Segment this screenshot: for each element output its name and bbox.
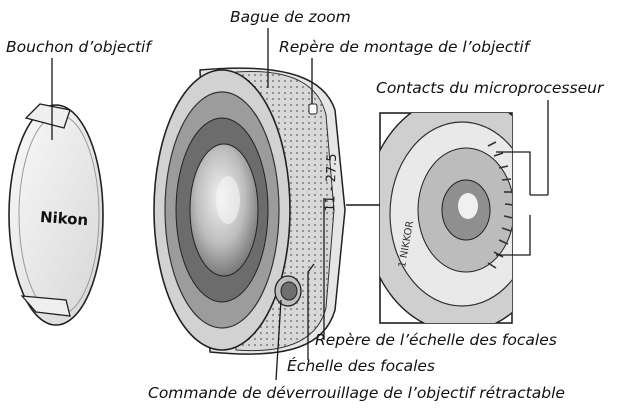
cap-bottom-clip bbox=[20, 295, 71, 317]
label-focal-length-scale: Échelle des focales bbox=[287, 357, 436, 375]
cap-top-clip bbox=[24, 103, 71, 129]
label-retract-button: Commande de déverrouillage de l’objectif… bbox=[148, 384, 565, 402]
leader-lines bbox=[51, 28, 549, 381]
label-zoom-ring: Bague de zoom bbox=[230, 8, 351, 26]
label-cpu-contacts: Contacts du microprocesseur bbox=[376, 79, 604, 97]
retract-button bbox=[274, 275, 302, 307]
focal-scale-text: 11 - 27.5 bbox=[323, 153, 340, 212]
lens-cap: Nikon bbox=[8, 103, 104, 326]
mount-inset: 1 NIKKOR bbox=[379, 112, 513, 324]
label-focal-length-mark: Repère de l’échelle des focales bbox=[315, 331, 557, 349]
lens-body: 11 - 27.5 bbox=[153, 67, 346, 355]
mounting-mark bbox=[308, 103, 318, 115]
label-lens-cap: Bouchon d’objectif bbox=[6, 38, 151, 56]
label-mounting-mark: Repère de montage de l’objectif bbox=[279, 38, 530, 56]
cap-logo: Nikon bbox=[39, 208, 88, 229]
